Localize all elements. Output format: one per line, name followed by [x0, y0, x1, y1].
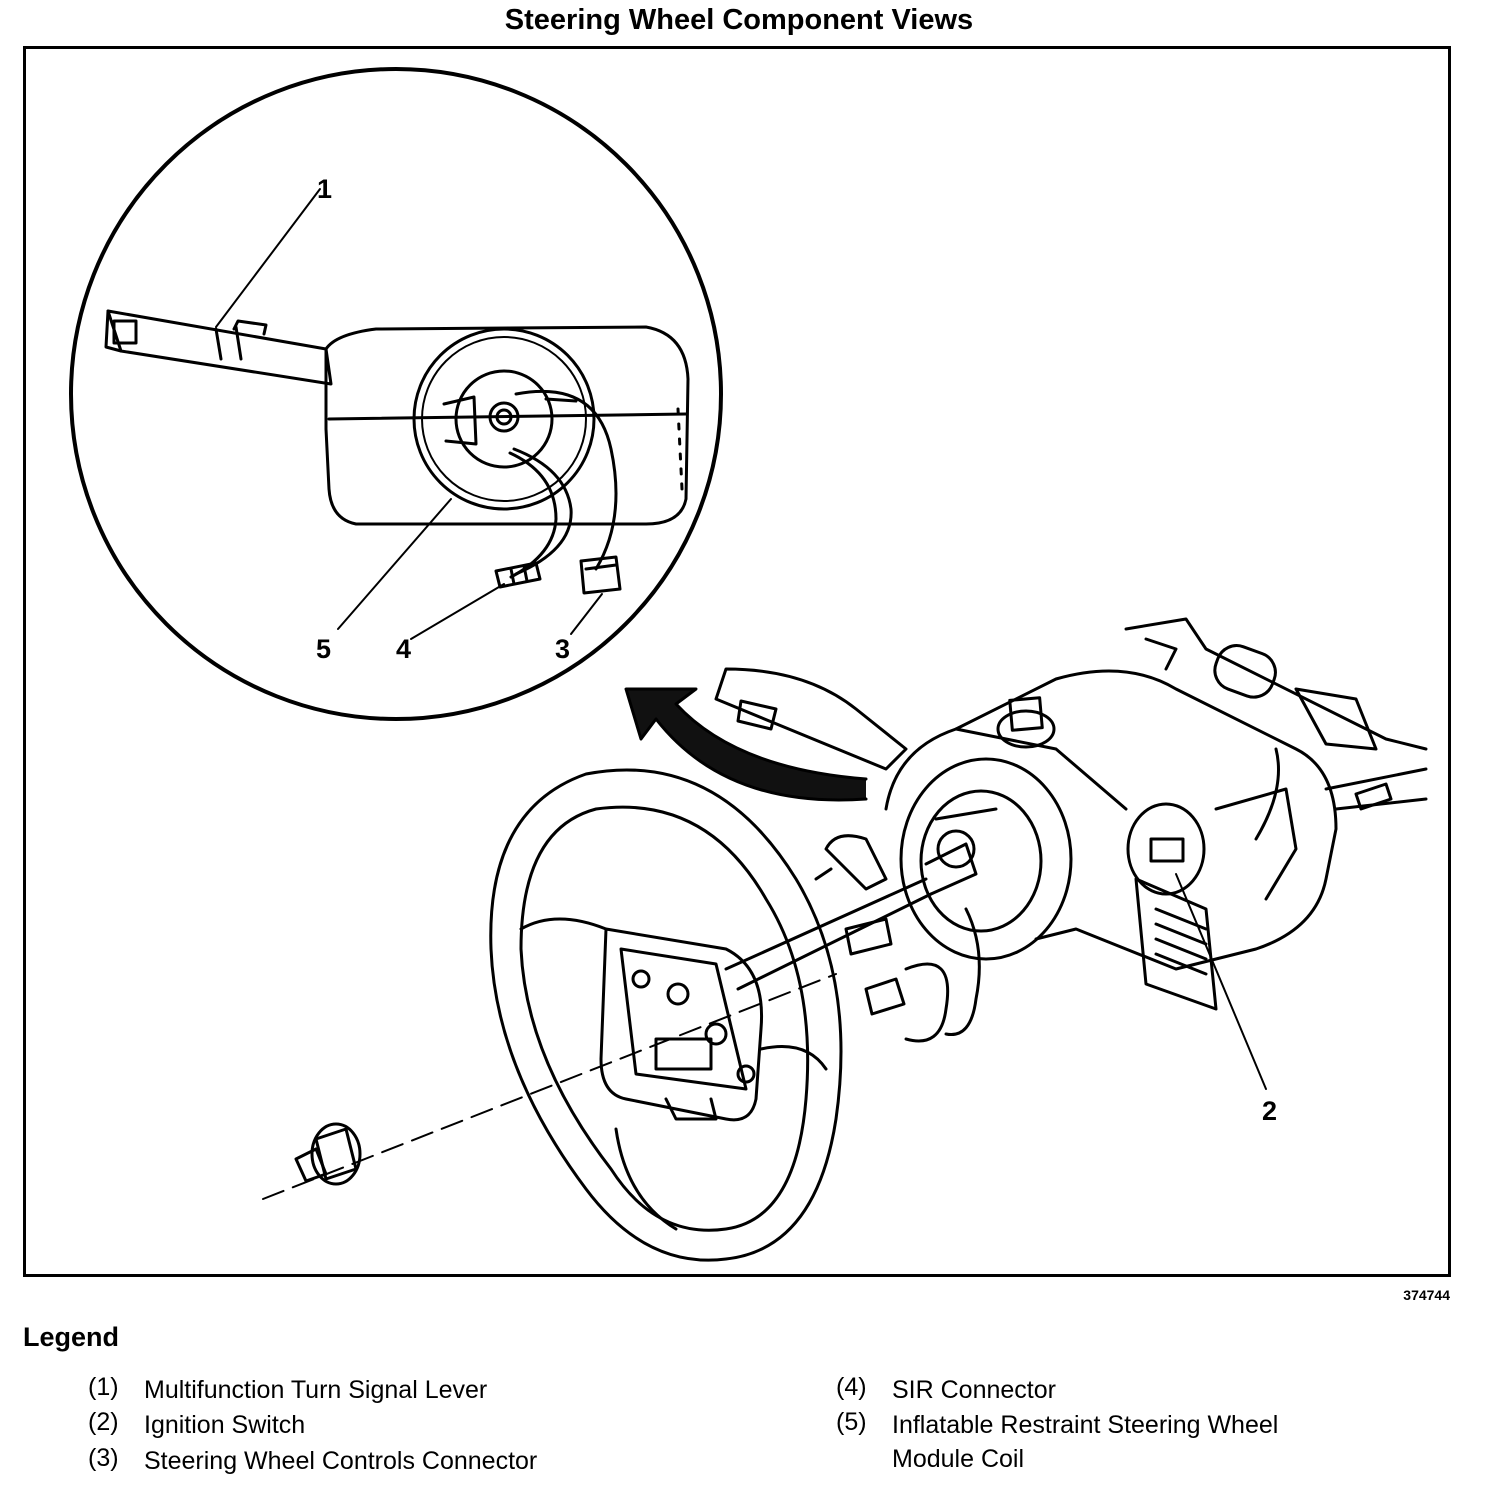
figure-number: 374744 — [1403, 1287, 1450, 1303]
legend-number: (2) — [88, 1408, 119, 1436]
steering-shaft — [724, 877, 933, 991]
legend-label: Steering Wheel Controls Connector — [144, 1447, 538, 1475]
view-arrow — [624, 687, 868, 802]
retaining-nut — [294, 1122, 362, 1186]
diagram-title: Steering Wheel Component Views — [504, 4, 974, 36]
legend-number: (3) — [88, 1444, 119, 1472]
legend-item-1: (1) Multifunction Turn Signal Lever — [88, 1373, 594, 1407]
legend-item-3: (3) Steering Wheel Controls Connector — [88, 1444, 594, 1478]
wire-to-connector-4 — [508, 451, 558, 579]
wheel-hub — [599, 927, 764, 1122]
detail-view-circle — [69, 67, 723, 721]
callout-1: 1 — [317, 174, 333, 204]
legend-label: Ignition Switch — [144, 1411, 306, 1439]
legend-item-2: (2) Ignition Switch — [88, 1408, 594, 1442]
legend-heading: Legend — [23, 1322, 120, 1352]
callout-2: 2 — [1262, 1096, 1278, 1126]
callout-5: 5 — [316, 634, 332, 664]
legend-label: Multifunction Turn Signal Lever — [144, 1376, 488, 1404]
center-line — [262, 973, 837, 1200]
legend-number: (1) — [88, 1373, 119, 1401]
legend-label: SIR Connector — [892, 1376, 1056, 1404]
ignition-switch — [1126, 787, 1298, 1011]
column-end-ring — [899, 757, 1073, 961]
controls-connector-detail — [579, 555, 622, 595]
turn-signal-lever — [104, 309, 333, 386]
legend-item-4: (4) SIR Connector — [836, 1373, 1342, 1407]
sir-connector-detail — [494, 561, 542, 589]
steering-column-assembly — [714, 617, 1428, 1043]
column-housing-detail — [324, 325, 690, 526]
steering-wheel — [489, 768, 843, 1262]
legend-number: (4) — [836, 1373, 867, 1401]
callout-4: 4 — [396, 634, 412, 664]
module-coil-detail — [412, 327, 596, 511]
illustration-frame: 1 5 4 3 2 — [23, 46, 1451, 1277]
legend-number: (5) — [836, 1408, 867, 1436]
wire-to-connector-3 — [514, 389, 618, 571]
legend-label: Inflatable Restraint Steering Wheel Modu… — [892, 1411, 1279, 1473]
callout-3: 3 — [555, 634, 571, 664]
steering-illustration — [69, 67, 1428, 1262]
legend-item-5: (5) Inflatable Restraint Steering Wheel … — [836, 1408, 1342, 1476]
